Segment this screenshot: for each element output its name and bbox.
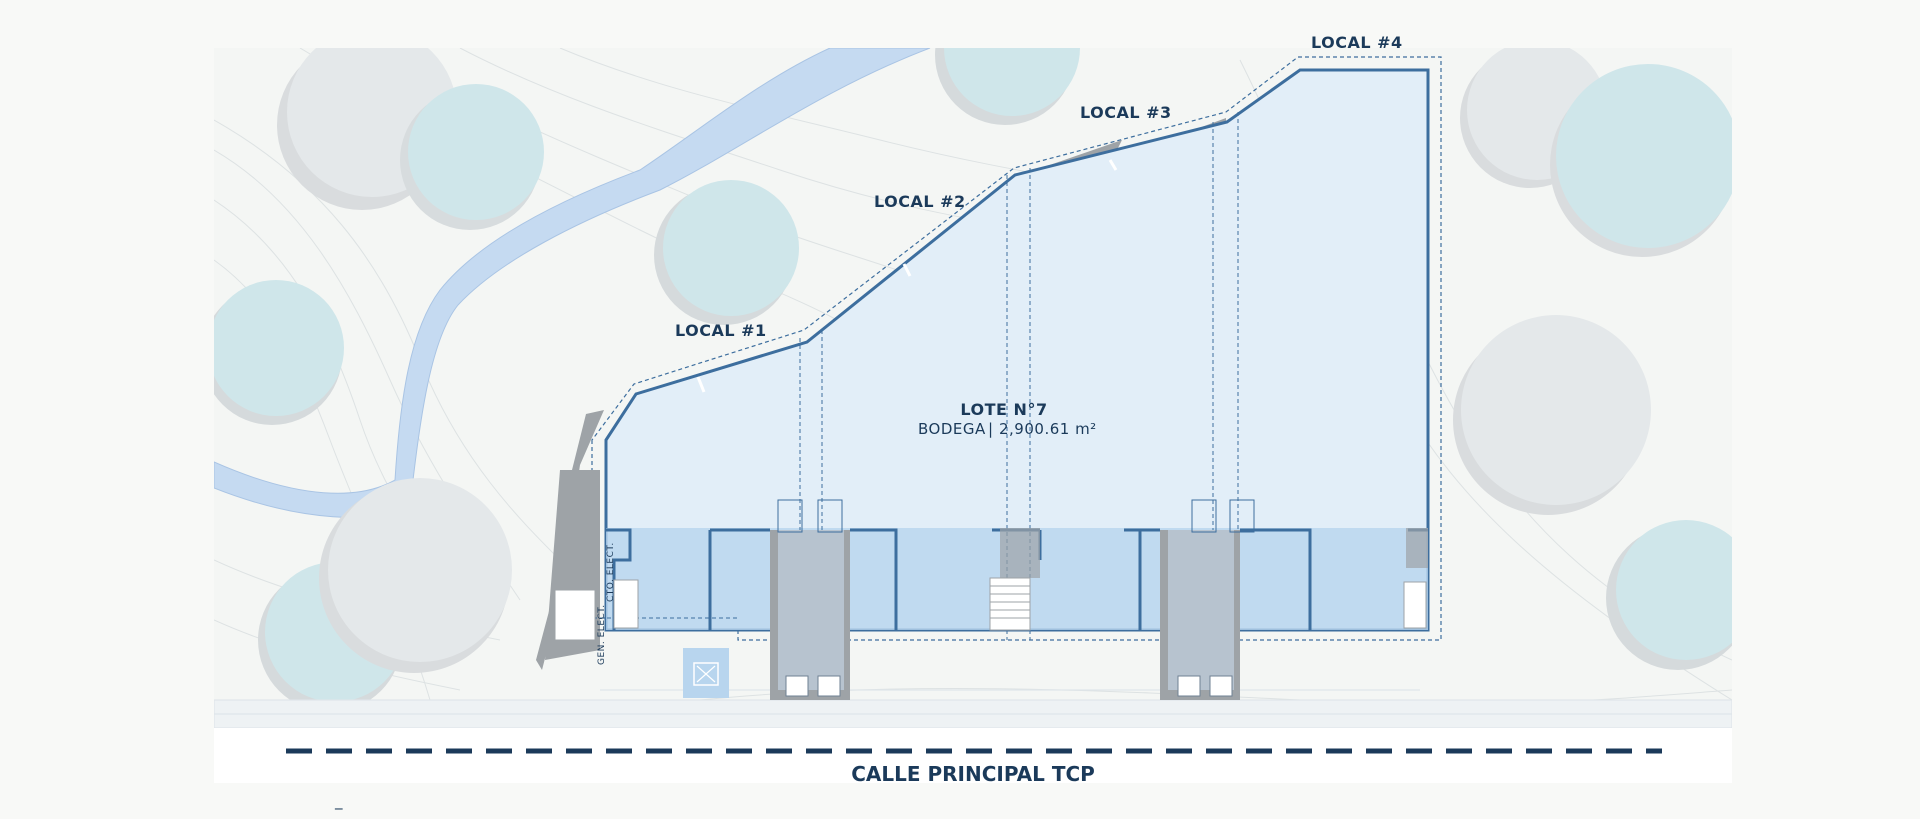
electrical-pad: [683, 648, 729, 698]
local-2-label: LOCAL #2: [874, 192, 966, 211]
storefronts: [554, 499, 1428, 700]
generator-label: GEN. ELECT.: [597, 604, 607, 665]
trees: [214, 48, 1732, 712]
local-3-label: LOCAL #3: [1080, 103, 1172, 122]
sidewalk: [214, 689, 1732, 729]
street-name: CALLE PRINCIPAL TCP: [851, 762, 1095, 786]
lot-area: 2,900.61 m²: [999, 420, 1097, 438]
local-1-label: LOCAL #1: [675, 321, 767, 340]
lot-title: LOTE N°7: [960, 400, 1047, 419]
creek: [214, 48, 931, 518]
locale-labels: LOCAL #1 LOCAL #2 LOCAL #3 LOCAL #4: [675, 33, 1403, 340]
lot-separator: |: [988, 420, 994, 438]
lot-info: LOTE N°7 BODEGA | 2,900.61 m²: [918, 400, 1097, 438]
street-band: [214, 728, 1732, 783]
local-4-label: LOCAL #4: [1311, 33, 1403, 52]
footer-mark: _: [334, 792, 343, 811]
facade-joints: [696, 159, 1118, 393]
electrical-room-label: CTO. ELECT.: [606, 542, 616, 602]
lot-use: BODEGA: [918, 420, 986, 438]
